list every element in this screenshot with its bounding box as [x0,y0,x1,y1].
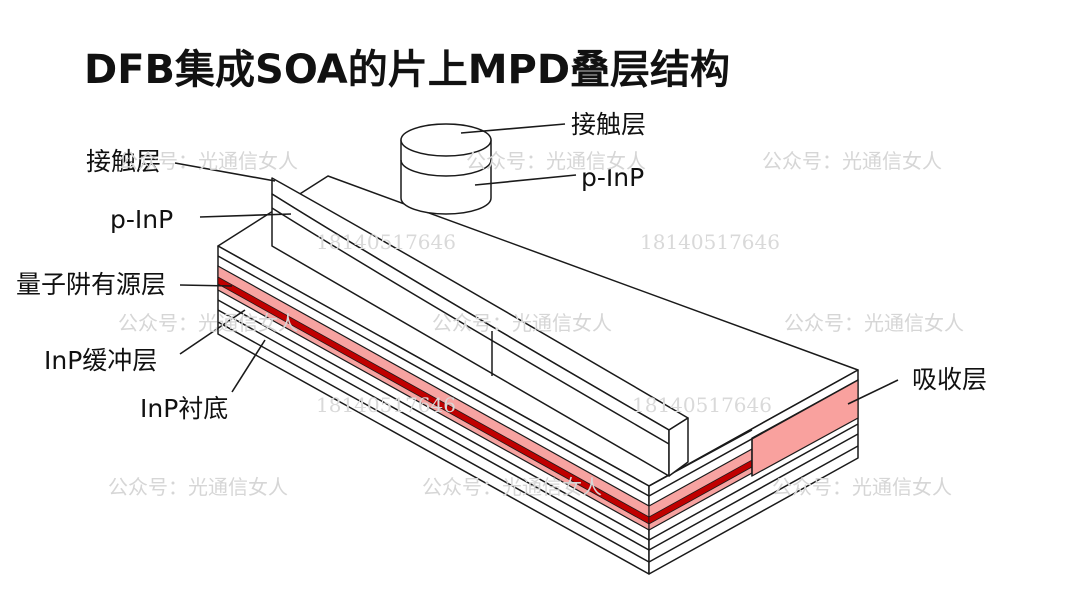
watermark-text: 公众号：光通信女人 [118,149,298,173]
label-substrate: InP衬底 [140,394,228,423]
ridge-contact-line [271,207,670,445]
leader-substrate [231,339,266,393]
leader-contact-left [174,162,276,182]
watermark-text: 公众号：光通信女人 [762,149,942,173]
watermark-number: 18140517646 [632,393,772,417]
ridge-waveguide [271,177,689,477]
page-title: DFB集成SOA的片上MPD叠层结构 [84,47,730,93]
leader-qw [179,284,233,287]
cylinder-contact-line [400,159,492,177]
watermark-text: 公众号：光通信女人 [466,149,646,173]
watermark-text: 公众号：光通信女人 [784,311,964,335]
side-layer-line-1 [648,379,859,497]
front-layer-line-4 [217,321,650,563]
cylinder-body [400,139,492,215]
watermark-number: 18140517646 [316,230,456,254]
label-contact-top: 接触层 [571,110,646,139]
label-absorber: 吸收层 [912,365,987,394]
leader-pinp-top [474,174,577,186]
leader-absorber [847,379,899,405]
label-buffer: InP缓冲层 [44,346,157,375]
front-layer-line-3 [217,309,650,551]
leader-pinp-left [199,213,292,218]
watermark-text: 公众号：光通信女人 [108,475,288,499]
label-qw: 量子阱有源层 [16,270,166,299]
label-contact-left: 接触层 [86,147,161,176]
watermark-text: 公众号：光通信女人 [422,475,602,499]
label-pinp-left: p-InP [110,205,173,234]
label-pinp-top: p-InP [581,163,644,192]
leader-lines [174,123,899,405]
watermark-text: 公众号：光通信女人 [772,475,952,499]
watermark-number: 18140517646 [316,393,456,417]
front-layer-line-1 [217,255,650,497]
watermark-text: 公众号：光通信女人 [118,311,298,335]
side-layer-line-3 [648,433,859,551]
watermarks: 公众号：光通信女人 公众号：光通信女人 公众号：光通信女人 1814051764… [108,149,964,499]
watermark-number: 18140517646 [640,230,780,254]
leader-contact-top [460,123,566,134]
front-layer-line-2 [217,299,650,541]
leader-buffer [179,309,246,355]
watermark-text: 公众号：光通信女人 [432,311,612,335]
top-face-divider [648,429,753,487]
side-layer-line-4 [648,445,859,563]
side-layer-line-2 [648,423,859,541]
ridge-end-face [668,417,689,477]
